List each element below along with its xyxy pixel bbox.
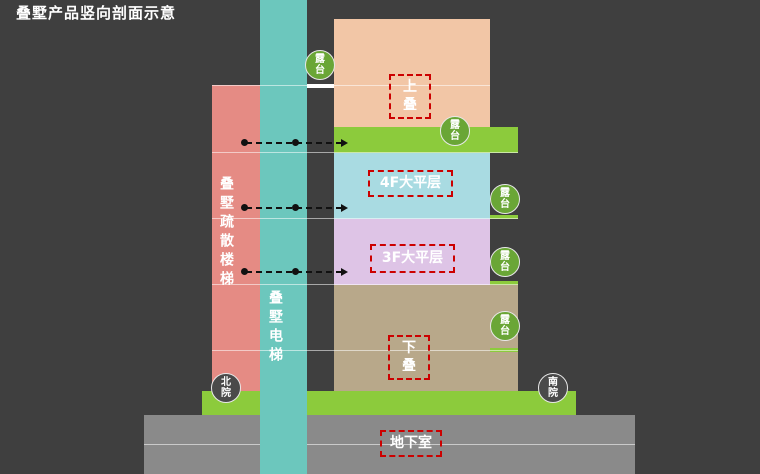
evacuation-stair-column	[212, 85, 260, 391]
connection-dot	[241, 139, 248, 146]
south-yard-badge: 南 院	[538, 373, 568, 403]
upper-duplex-block	[334, 19, 490, 127]
evacuation-arrow-3f	[246, 268, 348, 276]
evacuation-arrow-upper	[246, 139, 348, 147]
page-title: 叠墅产品竖向剖面示意	[16, 4, 177, 22]
floor-3f-label: 3F大平层	[370, 244, 455, 273]
connection-dot	[241, 204, 248, 211]
evacuation-arrow-4f	[246, 204, 348, 212]
floor-4f-block	[334, 153, 490, 219]
terrace-badge-3f: 露 台	[490, 247, 520, 277]
terrace-badge-lower: 露 台	[490, 311, 520, 341]
lower-duplex-block	[334, 285, 490, 391]
basement-label: 地下室	[380, 430, 442, 457]
floor-line-2	[212, 152, 518, 153]
basement-divider	[144, 444, 635, 445]
floor-line-1	[212, 85, 307, 86]
elevator-shaft-column	[260, 0, 307, 474]
ground-terrace-slab	[202, 391, 576, 415]
elevator-label: 叠墅电梯	[267, 290, 283, 366]
floor-line-4	[212, 284, 518, 285]
terrace-ledge-4f	[490, 215, 518, 219]
lower-duplex-label: 下 叠	[388, 335, 430, 380]
terrace-badge-upper: 露 台	[440, 116, 470, 146]
floor-line-3	[212, 218, 518, 219]
terrace-badge-4f: 露 台	[490, 184, 520, 214]
north-yard-badge: 北 院	[211, 373, 241, 403]
floor-line-5	[212, 350, 518, 351]
evacuation-stair-label: 叠墅疏散楼梯	[218, 176, 234, 290]
terrace-ledge-top	[307, 84, 334, 88]
connection-dot	[241, 268, 248, 275]
upper-terrace-slab	[334, 127, 518, 153]
upper-duplex-label: 上 叠	[389, 74, 431, 119]
terrace-ledge-3f	[490, 281, 518, 285]
floor-3f-block	[334, 219, 490, 285]
floor-4f-label: 4F大平层	[368, 170, 453, 197]
floor-line-upper	[334, 85, 490, 86]
terrace-badge-top: 露 台	[305, 50, 335, 80]
